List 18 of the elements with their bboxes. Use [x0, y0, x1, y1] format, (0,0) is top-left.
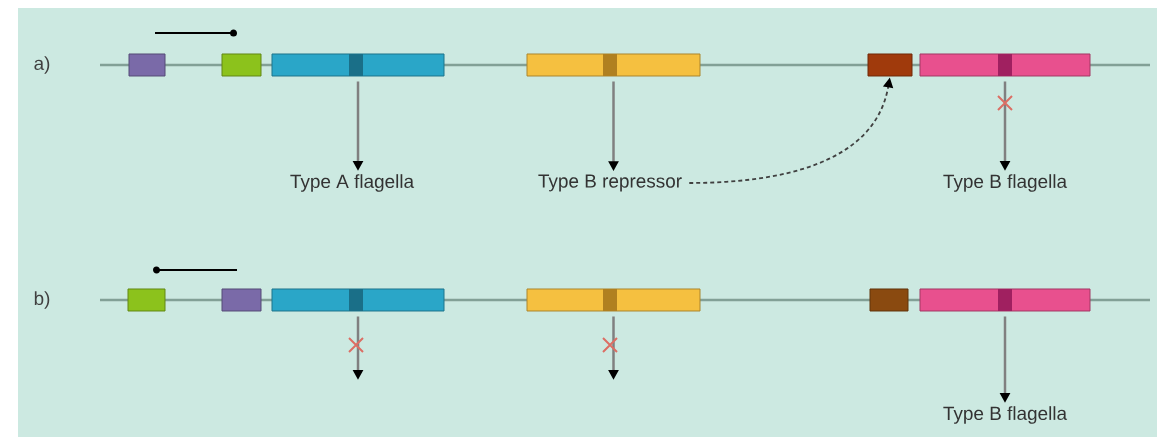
- regulatory-box: [127, 288, 166, 312]
- gene-product-label: Type A flagella: [290, 174, 415, 192]
- regulatory-box: [867, 53, 913, 77]
- panel-label: b): [34, 291, 50, 309]
- gene-product-label: Type B flagella: [943, 174, 1068, 192]
- panel-label: a): [34, 56, 50, 74]
- regulatory-box: [221, 288, 262, 312]
- gene-box: [271, 53, 445, 77]
- gene-box: [919, 288, 1091, 312]
- gene-box: [271, 288, 445, 312]
- gene-product-label: Type B flagella: [943, 406, 1068, 424]
- gene-box: [526, 53, 701, 77]
- regulatory-box: [128, 53, 166, 77]
- regulatory-box: [869, 288, 909, 312]
- gene-box: [526, 288, 701, 312]
- regulatory-box: [221, 53, 262, 77]
- gene-box: [919, 53, 1091, 77]
- gene-product-label: Type B repressor: [538, 174, 682, 192]
